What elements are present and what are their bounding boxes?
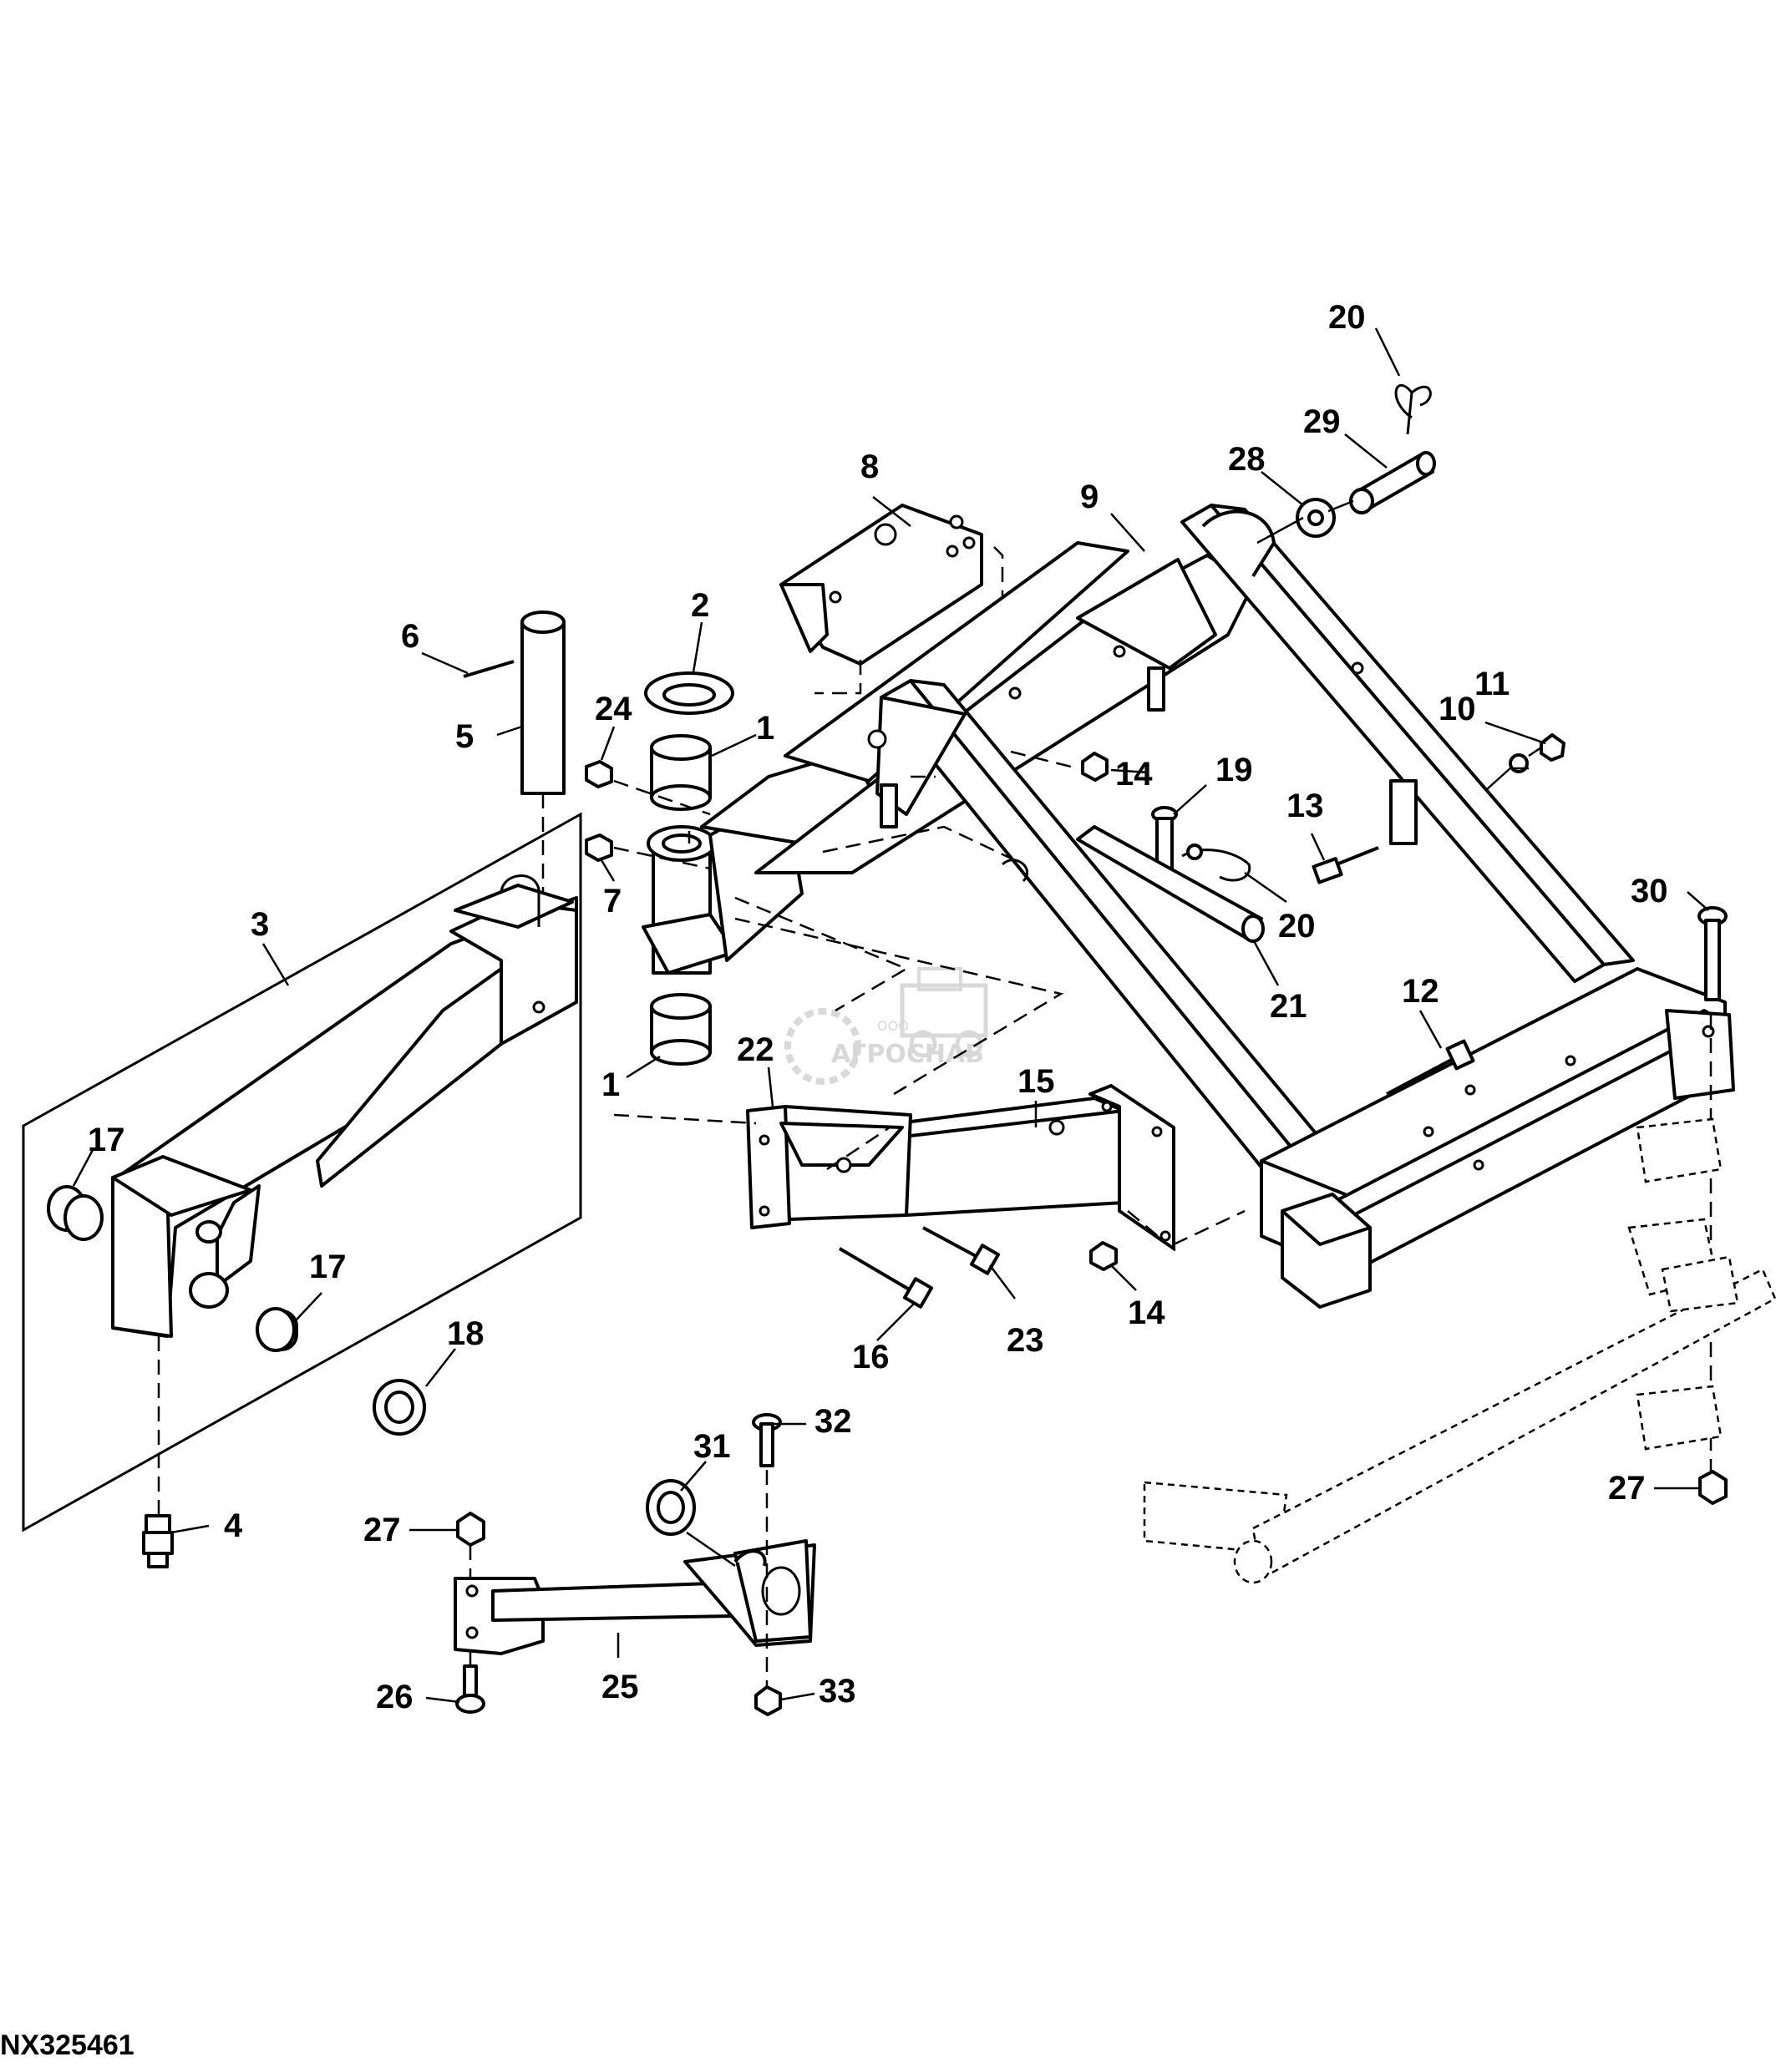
part-8-bracket-plate — [779, 504, 983, 666]
callout-23: 23 — [1007, 1322, 1044, 1359]
callout-17-upper: 17 — [88, 1122, 125, 1158]
part-14-nut-lower — [1089, 1241, 1118, 1271]
callout-32: 32 — [814, 1403, 852, 1440]
part-3-swing-arm — [111, 874, 578, 1338]
part-18-washer — [373, 1379, 426, 1436]
part-27-nut-right — [1698, 1470, 1728, 1505]
leader-line-10 — [1486, 746, 1542, 790]
part-17-bushing-lower — [256, 1307, 298, 1352]
part-5-pivot-pin — [520, 610, 566, 795]
callout-3: 3 — [251, 906, 269, 943]
callout-1-lower: 1 — [601, 1066, 620, 1103]
ghost-drawbar-reference — [1143, 1117, 1776, 1584]
part-30-bolt — [1697, 906, 1728, 1001]
part-26-bolt — [455, 1664, 485, 1714]
callout-14-upper: 14 — [1115, 756, 1153, 793]
part-12-bolt — [1386, 1039, 1475, 1096]
part-23-bolt — [922, 1226, 1001, 1275]
part-22-bracket — [746, 1105, 912, 1229]
part-27-nut-left — [456, 1512, 485, 1547]
figure-code: NX325461 — [0, 2029, 134, 2061]
callout-9: 9 — [1080, 479, 1099, 515]
leader-line-28 — [1256, 499, 1354, 545]
part-13-bolt — [1312, 846, 1379, 884]
callout-labels: 20 29 28 8 9 2 6 1 24 5 11 10 14 19 13 7… — [88, 299, 1668, 1715]
part-1-bushing-lower — [650, 993, 712, 1066]
part-16-bolt — [838, 1247, 934, 1309]
callout-26: 26 — [376, 1679, 414, 1715]
callout-5: 5 — [455, 718, 474, 755]
part-4-grease-fitting — [142, 1514, 174, 1568]
callout-16: 16 — [852, 1339, 890, 1375]
part-31-washer — [646, 1479, 696, 1536]
part-25-link-assembly — [454, 1539, 816, 1655]
part-6-roll-pin — [463, 660, 515, 678]
part-11-nut — [1540, 733, 1565, 762]
callout-27-right: 27 — [1608, 1470, 1646, 1507]
part-17-bushing-upper — [47, 1185, 104, 1241]
callout-24: 24 — [595, 691, 632, 727]
callout-19: 19 — [1215, 752, 1253, 788]
part-20-hair-pin-clip-mid — [1181, 843, 1251, 882]
part-14-nut-upper — [1081, 752, 1109, 782]
callout-17-lower: 17 — [309, 1249, 347, 1285]
callout-10: 10 — [1439, 691, 1476, 727]
callout-28: 28 — [1228, 441, 1266, 478]
leader-lines — [72, 327, 1709, 1704]
callout-2: 2 — [691, 587, 709, 624]
callout-25: 25 — [601, 1669, 639, 1705]
callout-12: 12 — [1402, 973, 1439, 1010]
assembly-dashed-lines — [613, 750, 1246, 1254]
part-19-clevis-pin — [1151, 806, 1178, 874]
callout-8: 8 — [860, 448, 879, 485]
watermark-logo: ООО АГРОСНАБ — [784, 967, 988, 1085]
part-9-mounting-tabs — [880, 666, 1418, 883]
part-24-nut — [585, 760, 613, 788]
callout-11: 11 — [1474, 666, 1510, 702]
callout-1-upper: 1 — [756, 710, 774, 747]
part-33-nut — [754, 1685, 782, 1716]
callout-27-left: 27 — [363, 1512, 401, 1548]
callout-18: 18 — [447, 1315, 485, 1352]
callout-20-top: 20 — [1328, 299, 1366, 336]
part-28-washer — [1296, 498, 1336, 538]
callout-33: 33 — [819, 1673, 856, 1710]
callout-29: 29 — [1303, 403, 1341, 440]
part-2-thrust-washer — [644, 671, 734, 715]
inset-panel-part-3 — [22, 812, 582, 1532]
callout-15: 15 — [1017, 1063, 1055, 1100]
callout-4: 4 — [224, 1507, 243, 1544]
watermark-small-text: ООО — [877, 1018, 909, 1034]
pivot-mount-tube — [642, 750, 879, 975]
part-29-hitch-pin — [1349, 451, 1436, 514]
part-15-stub-frame — [896, 1084, 1175, 1250]
callout-22: 22 — [737, 1031, 774, 1068]
callout-20-mid: 20 — [1278, 908, 1316, 945]
callout-14-lower: 14 — [1128, 1294, 1165, 1331]
part-32-bolt — [752, 1413, 782, 1467]
part-1-bushing-upper — [650, 734, 712, 811]
callout-7: 7 — [603, 883, 622, 919]
callout-21: 21 — [1270, 988, 1307, 1025]
part-20-hair-pin-clip-top — [1394, 383, 1432, 435]
callout-6: 6 — [401, 618, 419, 655]
callout-31: 31 — [693, 1428, 731, 1465]
callout-13: 13 — [1286, 788, 1324, 824]
callout-30: 30 — [1631, 873, 1668, 909]
part-7-nut — [585, 833, 613, 862]
leader-dashed-8a — [814, 660, 862, 695]
